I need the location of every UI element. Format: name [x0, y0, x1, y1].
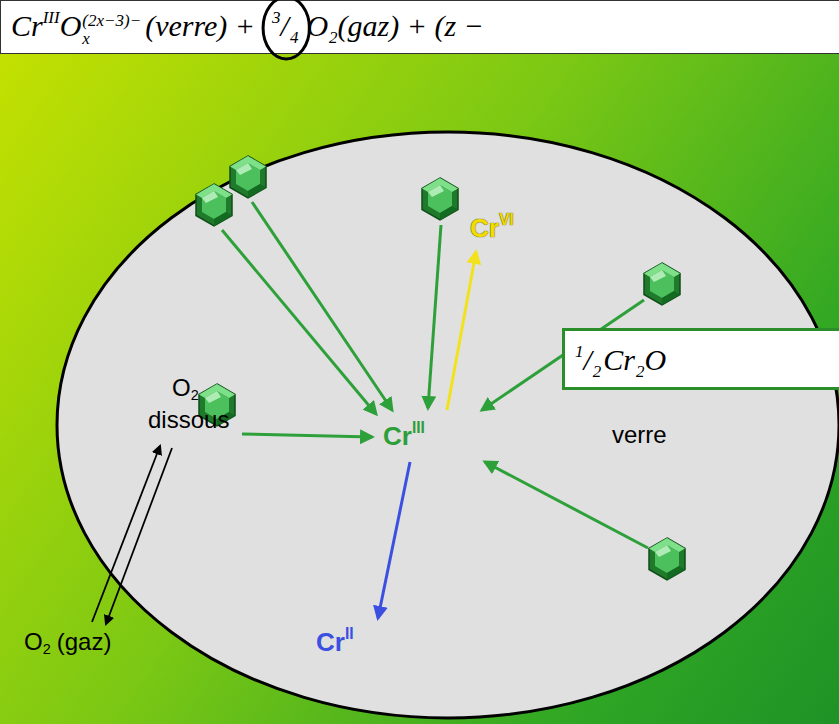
label-part: dissous [148, 406, 229, 433]
stacked-indices: (2x−3)−x [82, 12, 141, 48]
blue-arrow [378, 462, 410, 618]
formula-part: O [306, 9, 328, 42]
label-part: 2 [43, 641, 51, 657]
label-part: (gaz) [57, 628, 112, 655]
formula-part: (gaz) + (z − [338, 9, 484, 42]
formula-part: (2x−3)− [82, 12, 141, 30]
label-part: II [345, 625, 354, 642]
green-arrows [222, 202, 648, 548]
green-gem [422, 178, 458, 220]
formula-part: x [82, 30, 141, 48]
gem-group [196, 156, 685, 580]
glass-ellipse [57, 132, 839, 718]
formula-part: O [60, 9, 82, 42]
formula-part: / [281, 9, 289, 42]
formula-part: 2 [636, 362, 645, 381]
green-gem [196, 184, 232, 226]
green-arrow [222, 230, 376, 414]
label-part: O [172, 374, 191, 401]
yellow-arrow [447, 252, 476, 410]
green-arrow [242, 434, 372, 437]
formula-part: 1 [575, 342, 584, 361]
label-part: 2 [191, 387, 199, 403]
formula-part: Cr [603, 343, 635, 376]
label-part: Cr [470, 213, 499, 243]
species-label: dissous [148, 408, 229, 432]
green-gem [230, 156, 266, 198]
formula-text: 1/2Cr2O [575, 343, 839, 380]
species-label: CrIII [383, 420, 425, 449]
exchange-arrow [92, 446, 160, 622]
green-gem [644, 263, 680, 305]
label-part: Cr [383, 421, 412, 451]
label-part: Cr [316, 627, 345, 657]
formula-part: III [43, 8, 60, 27]
formula-part: 4 [290, 28, 299, 47]
label-part: III [412, 419, 425, 436]
species-label: O2 [172, 376, 199, 403]
formula-part: 2 [593, 362, 602, 381]
formula-part: Cr [11, 9, 43, 42]
label-part: O [24, 628, 43, 655]
green-arrow [428, 225, 441, 408]
formula-part: 3 [272, 8, 281, 27]
formula-part: / [584, 343, 592, 376]
formula-box: 1/2Cr2O [562, 328, 839, 390]
species-label: CrII [316, 626, 354, 655]
species-label: CrVI [470, 212, 514, 241]
region-label: verre [612, 423, 667, 447]
exchange-arrow [106, 448, 172, 624]
highlight-ellipse [263, 0, 309, 59]
green-arrow [485, 462, 648, 548]
formula-text: CrIIIO(2x−3)−x(verre) +3/4O2(gaz) + (z − [11, 9, 839, 48]
green-arrow [252, 202, 392, 410]
formula-part: 2 [329, 28, 338, 47]
species-label: O2 (gaz) [24, 630, 111, 657]
formula-part: (verre) + [145, 9, 255, 42]
formula-part: O [645, 343, 667, 376]
green-gem [649, 538, 685, 580]
formula-box: CrIIIO(2x−3)−x(verre) +3/4O2(gaz) + (z − [0, 0, 839, 54]
label-part: VI [499, 211, 514, 228]
